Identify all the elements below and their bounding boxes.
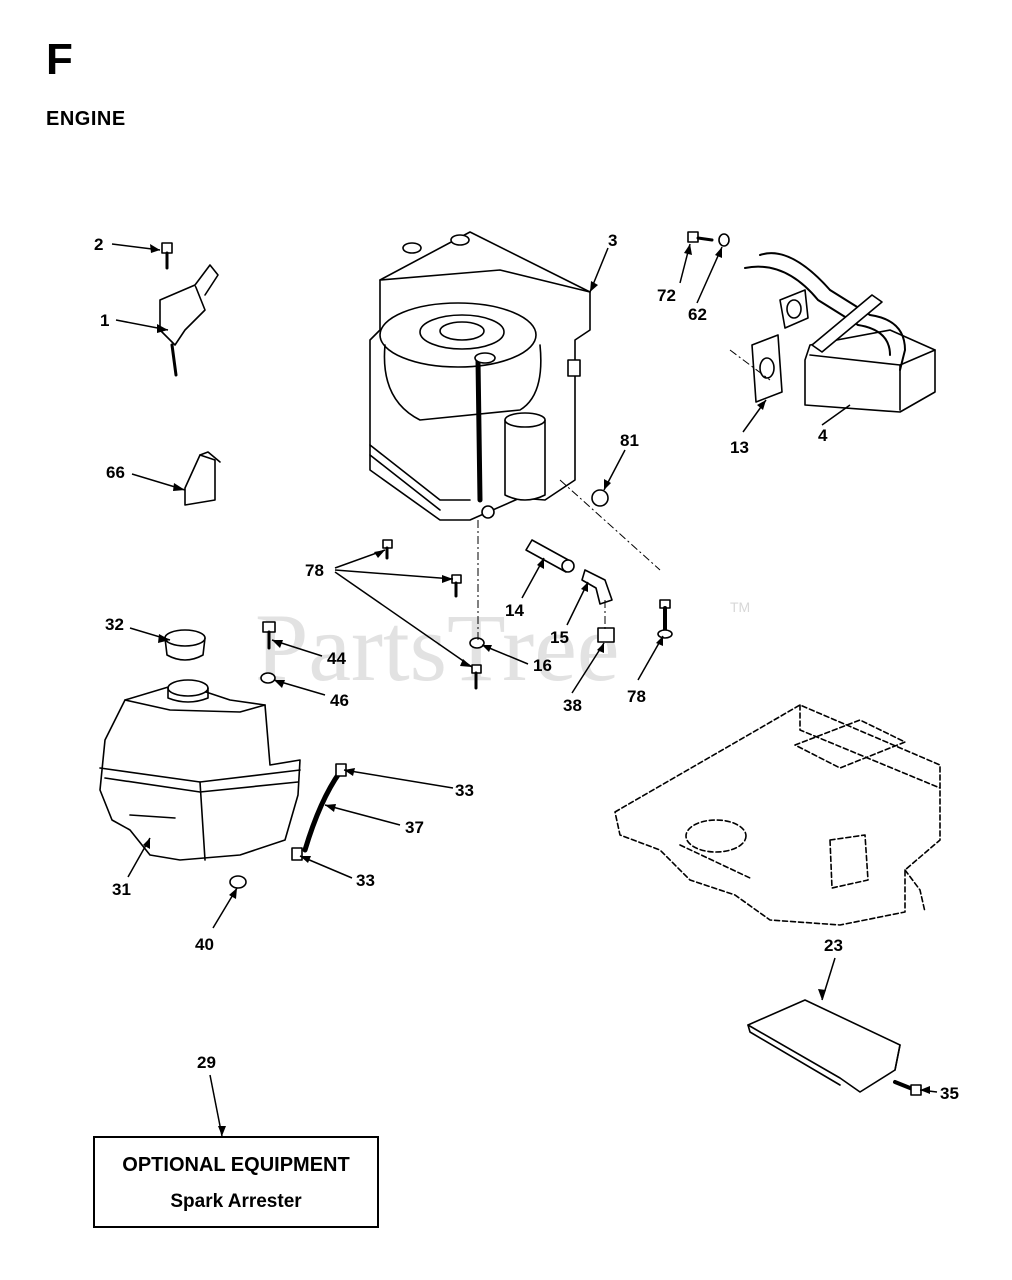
section-letter: F xyxy=(46,35,73,84)
callout-4: 4 xyxy=(818,426,828,445)
callout-62: 62 xyxy=(688,305,707,324)
callout-38: 38 xyxy=(563,696,582,715)
callout-14: 14 xyxy=(505,601,524,620)
callout-31: 31 xyxy=(112,880,131,899)
callout-2: 2 xyxy=(94,235,103,254)
callout-13: 13 xyxy=(730,438,749,457)
leader-arrowheads xyxy=(143,244,930,1136)
engine-bolt-part[interactable] xyxy=(657,599,673,639)
exhaust-washer-part[interactable] xyxy=(718,233,730,247)
tank-nut-part[interactable] xyxy=(229,875,247,889)
fuel-line-part[interactable] xyxy=(302,769,343,853)
frame-part[interactable] xyxy=(614,704,941,926)
tank-screw-part[interactable] xyxy=(262,621,276,650)
callout-33a: 33 xyxy=(455,781,474,800)
optional-equipment-title: OPTIONAL EQUIPMENT xyxy=(122,1154,350,1176)
muffler-part[interactable] xyxy=(744,252,936,413)
callout-44: 44 xyxy=(327,649,346,668)
exhaust-gasket-part[interactable] xyxy=(751,334,783,403)
drain-pipe-part[interactable] xyxy=(525,539,575,573)
callout-29: 29 xyxy=(197,1053,216,1072)
callout-66: 66 xyxy=(106,463,125,482)
callout-33b: 33 xyxy=(356,871,375,890)
washer-part[interactable] xyxy=(469,637,485,649)
drain-nut-part[interactable] xyxy=(597,627,615,643)
exhaust-bolt-part[interactable] xyxy=(687,231,714,243)
callout-1: 1 xyxy=(100,311,109,330)
callout-81: 81 xyxy=(620,431,639,450)
nut-part[interactable] xyxy=(591,489,609,507)
callout-23: 23 xyxy=(824,936,843,955)
engine-part[interactable] xyxy=(369,231,591,521)
callout-15: 15 xyxy=(550,628,569,647)
callout-labels: 2 1 66 3 72 62 13 4 81 78 14 15 16 38 78… xyxy=(94,231,959,1103)
tank-washer-part[interactable] xyxy=(260,672,276,684)
fuel-tank-part[interactable] xyxy=(99,679,301,861)
callout-37: 37 xyxy=(405,818,424,837)
callout-78b: 78 xyxy=(627,687,646,706)
callout-78a: 78 xyxy=(305,561,324,580)
callout-3: 3 xyxy=(608,231,617,250)
callout-32: 32 xyxy=(105,615,124,634)
spark-arrester-label: Spark Arrester xyxy=(170,1191,302,1212)
callout-35: 35 xyxy=(940,1084,959,1103)
shield-screw-part[interactable] xyxy=(893,1080,922,1096)
throttle-control-part[interactable] xyxy=(159,242,219,377)
watermark: PartsTree xyxy=(255,594,619,701)
callout-40: 40 xyxy=(195,935,214,954)
callout-46: 46 xyxy=(330,691,349,710)
callout-16: 16 xyxy=(533,656,552,675)
fuel-cap-part[interactable] xyxy=(164,629,206,661)
optional-equipment-box: OPTIONAL EQUIPMENT Spark Arrester xyxy=(93,1136,379,1228)
elbow-part[interactable] xyxy=(581,569,613,605)
bracket-part[interactable] xyxy=(184,451,221,506)
callout-72: 72 xyxy=(657,286,676,305)
section-title: ENGINE xyxy=(46,108,126,130)
shield-part[interactable] xyxy=(747,999,901,1093)
watermark-tm: TM xyxy=(730,599,750,615)
